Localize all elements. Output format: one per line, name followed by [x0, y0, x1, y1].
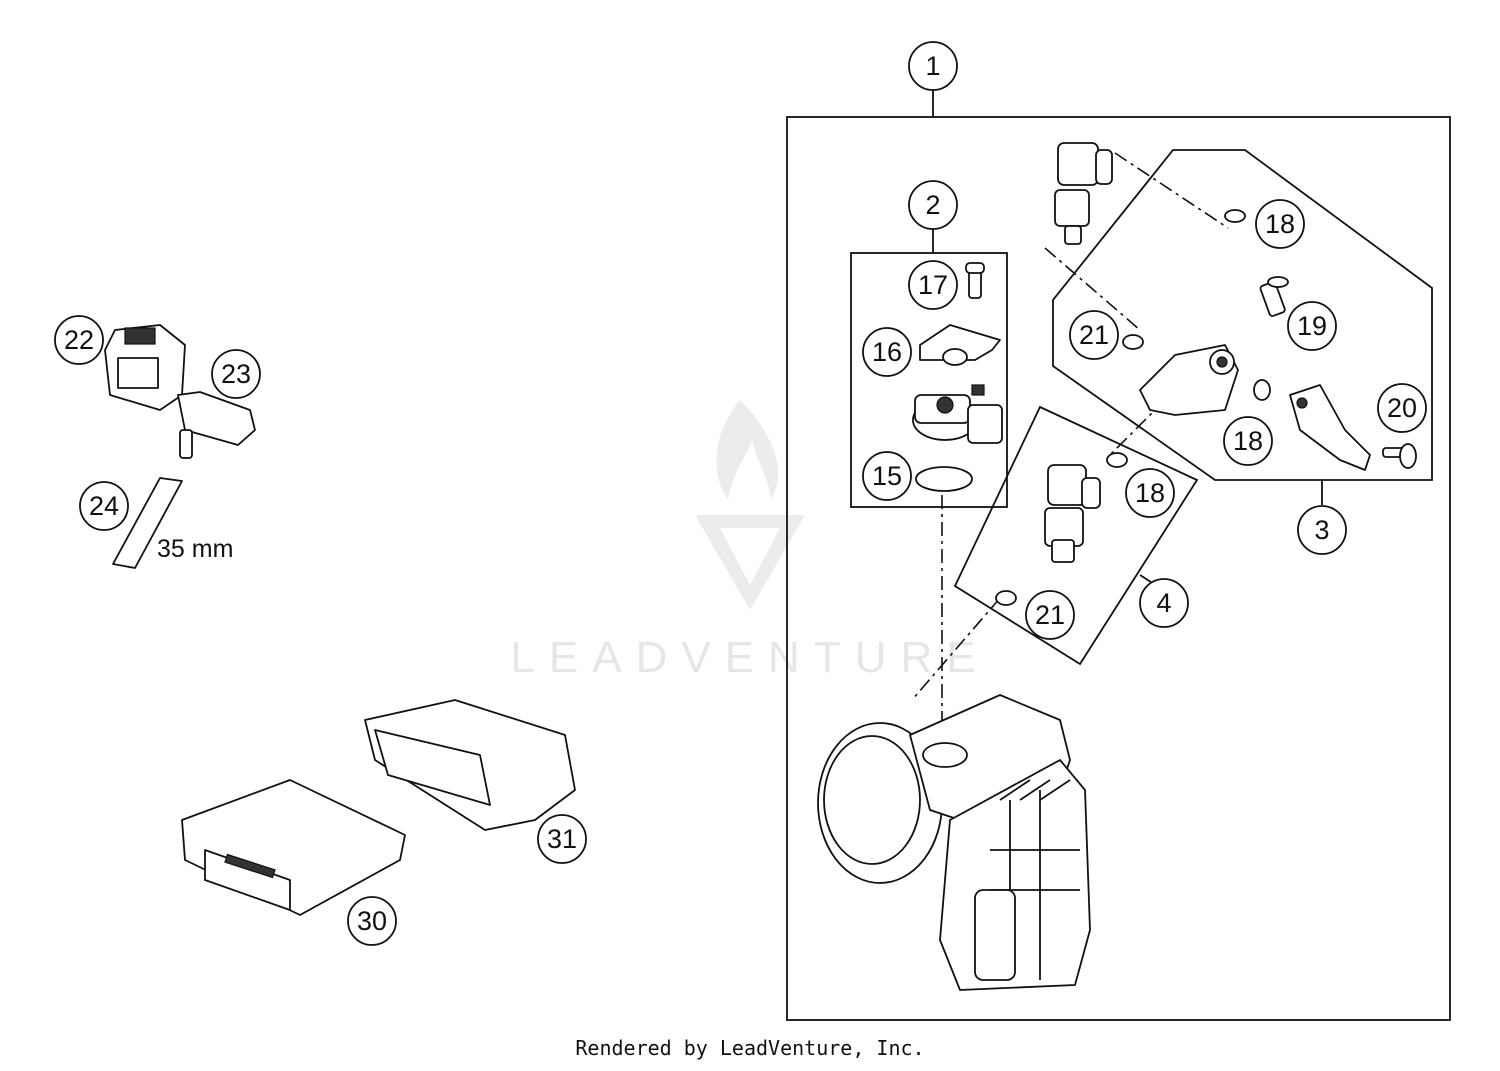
callout-16: 16	[862, 327, 912, 377]
footer-credit: Rendered by LeadVenture, Inc.	[575, 1036, 925, 1060]
svg-text:2: 2	[925, 190, 940, 220]
bleed-screw-part	[1259, 276, 1289, 317]
callout-18: 18	[1255, 199, 1305, 249]
svg-text:23: 23	[221, 359, 251, 389]
hose-length-label: 35 mm	[157, 535, 233, 563]
callout-23: 23	[211, 349, 261, 399]
callout-1: 1	[908, 41, 958, 91]
svg-text:16: 16	[872, 337, 902, 367]
svg-text:30: 30	[357, 906, 387, 936]
callout-21: 21	[1069, 310, 1119, 360]
callout-18: 18	[1125, 468, 1175, 518]
callout-19: 19	[1287, 301, 1337, 351]
ecu-bracket-part	[364, 699, 576, 831]
ecu-part	[181, 779, 406, 916]
hose-part	[112, 477, 183, 569]
callout-21: 21	[1025, 590, 1075, 640]
fitting-screw-part	[1382, 443, 1417, 469]
callout-15: 15	[862, 451, 912, 501]
throttle-position-sensor-part	[912, 384, 1003, 444]
callout-22: 22	[54, 315, 104, 365]
connector-part	[104, 324, 186, 411]
svg-text:18: 18	[1233, 426, 1263, 456]
svg-text:18: 18	[1135, 478, 1165, 508]
svg-text:1: 1	[925, 51, 940, 81]
svg-text:19: 19	[1297, 311, 1327, 341]
svg-text:24: 24	[89, 491, 119, 521]
callout-31: 31	[537, 814, 587, 864]
callout-18: 18	[1223, 416, 1273, 466]
callout-24: 24	[79, 481, 129, 531]
injector-holder-group-box	[1052, 149, 1433, 505]
svg-text:4: 4	[1156, 588, 1171, 618]
callout-2: 2	[908, 180, 958, 230]
callout-20: 20	[1377, 383, 1427, 433]
lower-injector-part	[1044, 464, 1101, 563]
callout-30: 30	[347, 896, 397, 946]
svg-text:21: 21	[1035, 600, 1065, 630]
svg-text:21: 21	[1079, 320, 1109, 350]
svg-text:15: 15	[872, 461, 902, 491]
sensor-group-box	[850, 229, 1008, 508]
watermark-text: LEADVENTURE	[510, 633, 989, 682]
callout-3: 3	[1297, 505, 1347, 555]
injector-holder-part	[1139, 344, 1239, 416]
callout-4: 4	[1139, 578, 1189, 628]
watermark-logo: LEADVENTURE	[510, 400, 989, 682]
sensor-screw-part	[965, 262, 985, 299]
upper-injector-part	[1054, 142, 1113, 245]
throttle-body-part	[817, 694, 1091, 991]
fuel-pipe-fitting-part	[1289, 384, 1371, 471]
throttle-body-assembly-frame	[786, 90, 1451, 1021]
svg-text:31: 31	[547, 824, 577, 854]
svg-text:3: 3	[1314, 515, 1329, 545]
callout-17: 17	[908, 260, 958, 310]
o-ring-part	[915, 466, 973, 492]
sensor-bracket-part	[919, 324, 1001, 366]
svg-text:22: 22	[64, 325, 94, 355]
svg-text:17: 17	[918, 270, 948, 300]
seal-ring-part	[995, 209, 1271, 606]
pressure-sensor-part	[177, 391, 256, 459]
svg-text:18: 18	[1265, 209, 1295, 239]
svg-text:20: 20	[1387, 393, 1417, 423]
